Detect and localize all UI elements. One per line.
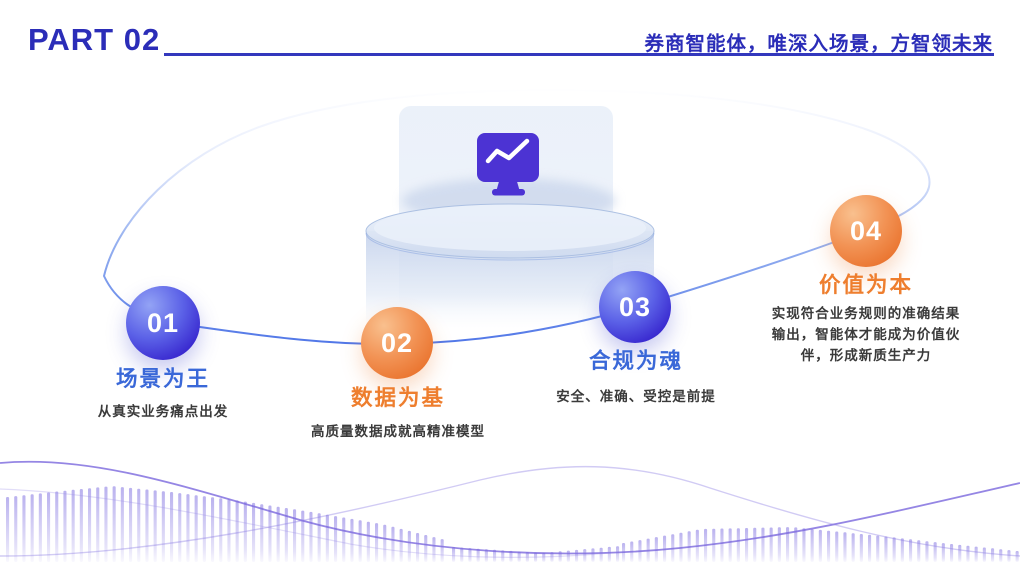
slide-title: 券商智能体，唯深入场景，方智领未来 xyxy=(644,33,993,55)
header-underline xyxy=(164,53,994,56)
step-subtitle: 实现符合业务规则的准确结果输出，智能体才能成为价值伙伴，形成新质生产力 xyxy=(771,306,961,363)
part-label: PART 02 xyxy=(28,22,161,57)
step-subtitle: 安全、准确、受控是前提 xyxy=(556,389,716,404)
step-subtitle: 从真实业务痛点出发 xyxy=(97,404,229,419)
step-title: 场景为王 xyxy=(115,367,211,391)
step-subtitle: 高质量数据成就高精准模型 xyxy=(311,424,485,439)
step-title: 合规为魂 xyxy=(588,349,684,373)
step-number-badge: 02 xyxy=(361,307,433,379)
step-number-badge: 03 xyxy=(599,271,671,343)
step-title: 数据为基 xyxy=(350,386,446,410)
step-number-badge: 04 xyxy=(830,195,902,267)
wave-lines xyxy=(0,460,1020,558)
equalizer-bars xyxy=(6,486,1019,562)
orbit-curve xyxy=(102,88,931,346)
step-title: 价值为本 xyxy=(818,273,914,297)
monitor-chart-icon xyxy=(477,133,539,196)
step-number-badge: 01 xyxy=(126,286,200,360)
